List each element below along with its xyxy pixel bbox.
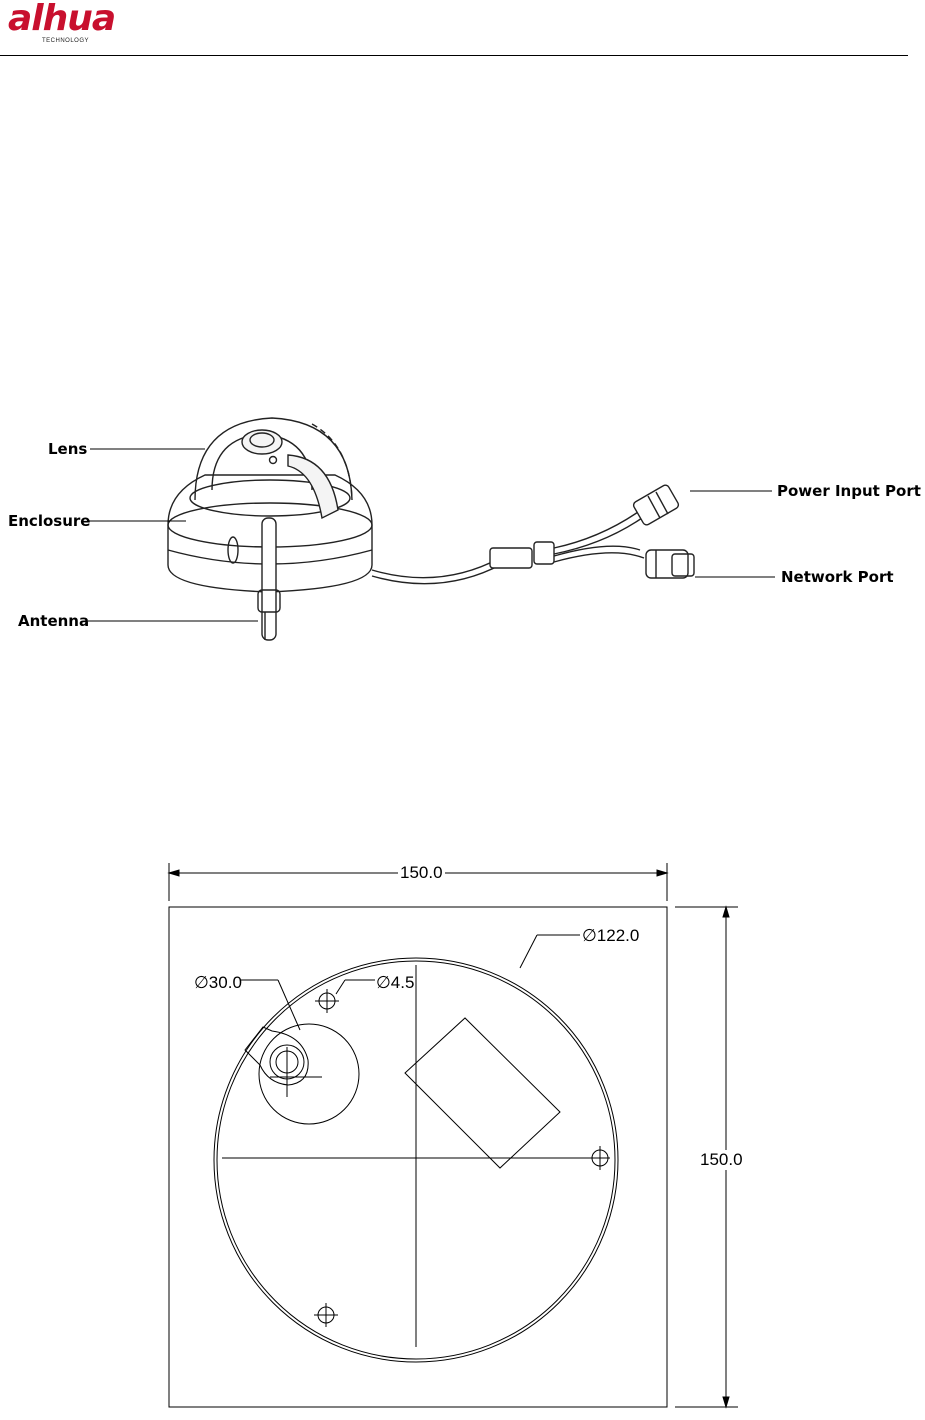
lens-label: Lens [48,440,87,458]
camera-illustration [0,400,925,660]
width-dimension: 150.0 [398,863,445,883]
camera-components-figure: Lens Enclosure Antenna Power Input Port … [0,400,925,660]
page-header: alhua TECHNOLOGY [0,0,925,60]
logo-tagline: TECHNOLOGY [42,38,89,44]
cable-hole-diameter-label: ∅30.0 [194,973,242,993]
circle-diameter-label: ∅122.0 [582,926,639,946]
dimension-drawing: 150.0 150.0 ∅122.0 ∅4.5 ∅30.0 [160,855,800,1415]
dahua-logo: alhua TECHNOLOGY [8,2,138,52]
logo-wordmark: alhua [8,0,115,39]
network-port-label: Network Port [781,568,894,586]
dimension-drawing-svg [160,855,800,1415]
hole-diameter-label: ∅4.5 [376,973,414,993]
enclosure-label: Enclosure [8,512,90,530]
header-divider [0,55,908,56]
antenna-label: Antenna [18,612,89,630]
power-input-port-label: Power Input Port [777,482,921,500]
height-dimension: 150.0 [700,1150,743,1170]
